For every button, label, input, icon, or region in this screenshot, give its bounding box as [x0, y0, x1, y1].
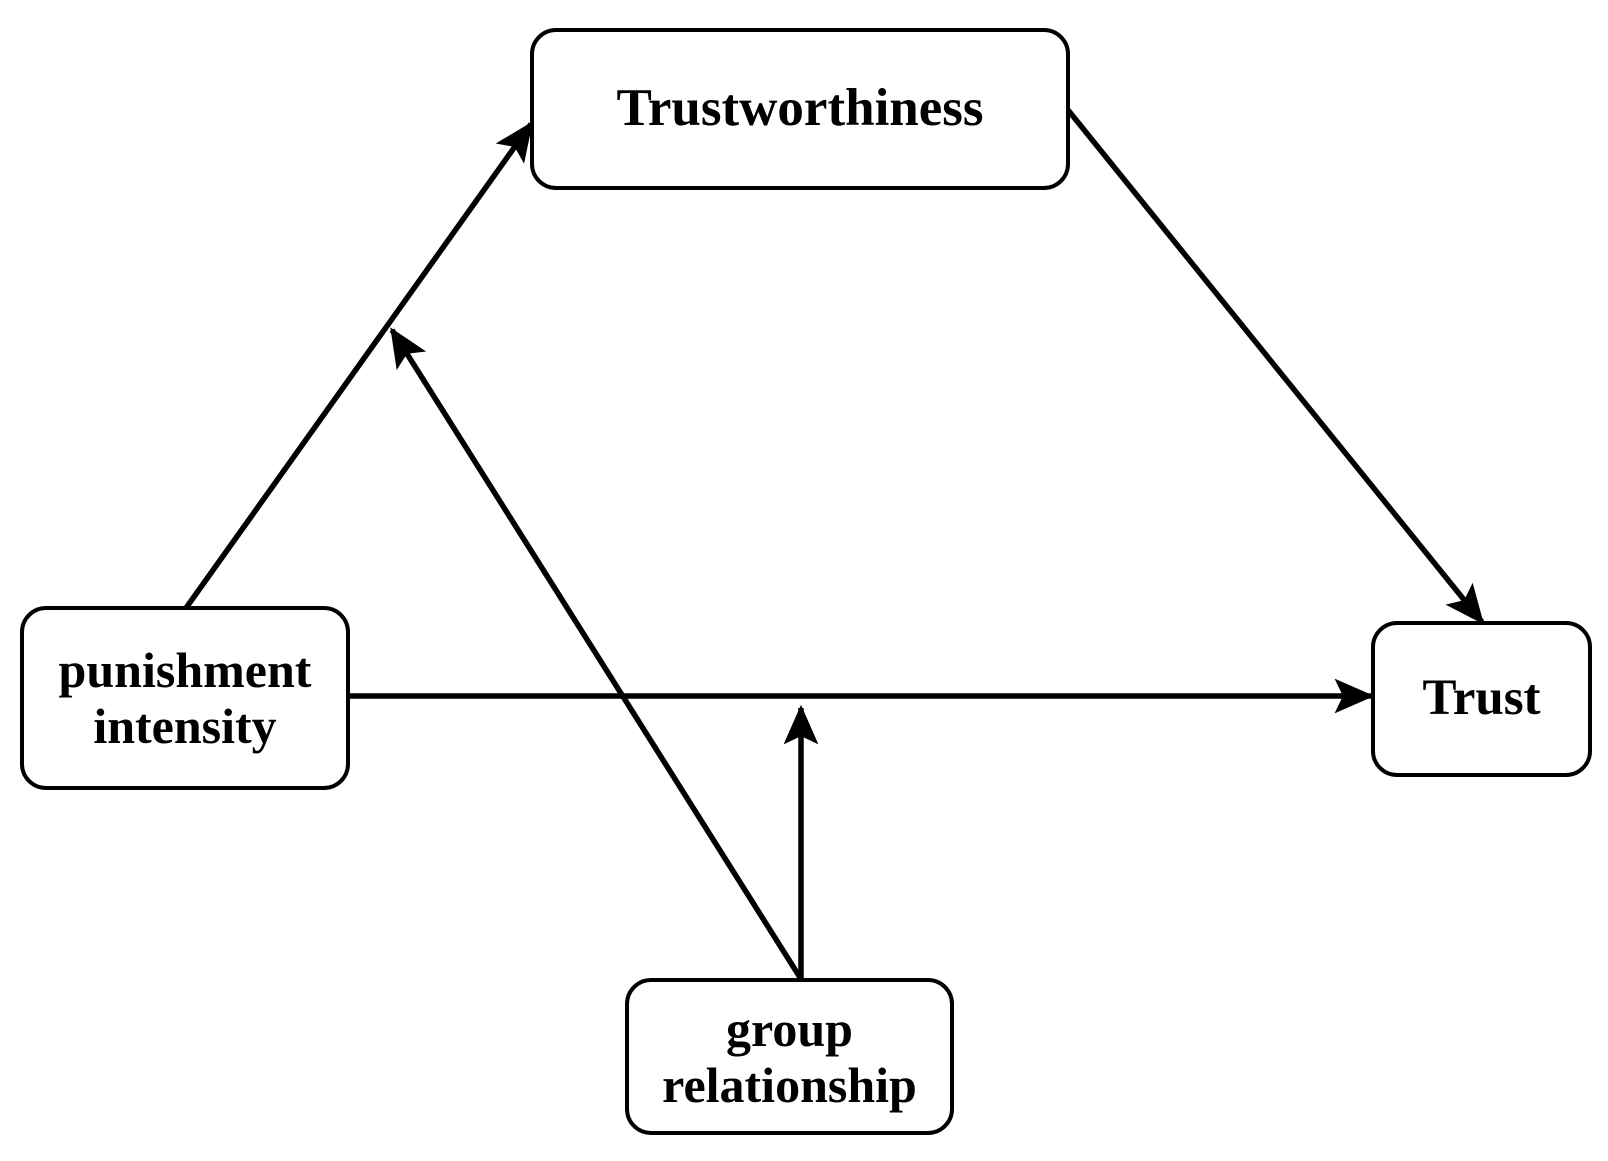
node-trust-label: Trust: [1422, 670, 1541, 727]
edge-punishment-to-trustworthiness: [183, 121, 534, 610]
node-trustworthiness[interactable]: Trustworthiness: [530, 28, 1070, 190]
node-punishment-intensity-label: punishment intensity: [58, 642, 312, 754]
node-group-relationship[interactable]: group relationship: [625, 978, 954, 1135]
edge-group-to-punishment-trustworthiness-path: [389, 327, 804, 981]
node-punishment-intensity[interactable]: punishment intensity: [20, 606, 350, 790]
edge-trustworthiness-to-trust: [1065, 108, 1485, 625]
node-trust[interactable]: Trust: [1371, 621, 1592, 777]
node-group-relationship-label: group relationship: [662, 1000, 917, 1113]
node-trustworthiness-label: Trustworthiness: [616, 79, 984, 138]
